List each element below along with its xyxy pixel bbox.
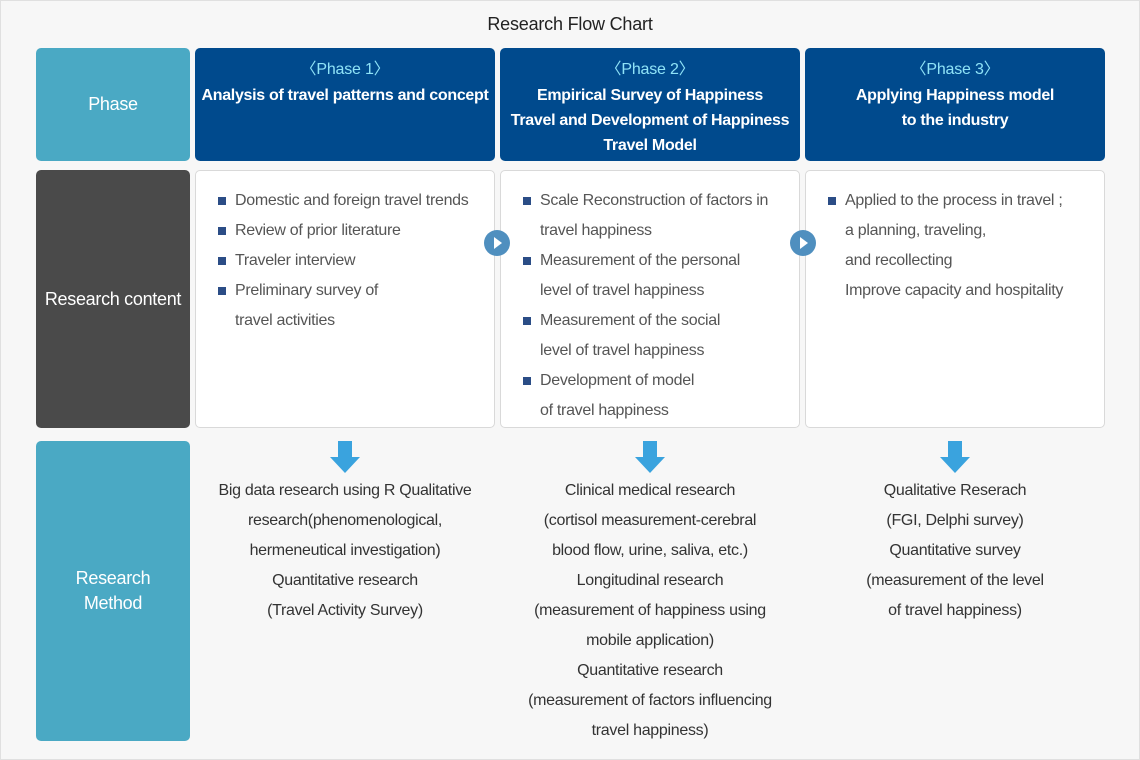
chevron-right-icon: 〉 [373, 61, 390, 78]
phase-3-header: 〈Phase 3〉 Applying Happiness model to th… [805, 48, 1105, 161]
play-circle-icon [790, 230, 816, 256]
chevron-left-icon: 〈 [910, 61, 927, 78]
phase-2-tag: 〈Phase 2〉 [500, 59, 800, 81]
content-item: Review of prior literature [218, 216, 484, 246]
method-item: Quantitative research (Travel Activity S… [267, 572, 423, 619]
method-item: Clinical medical research (cortisol meas… [543, 482, 757, 559]
chart-title: Research Flow Chart [487, 14, 653, 34]
chevron-left-icon: 〈 [300, 61, 317, 78]
square-bullet-icon [218, 227, 226, 235]
content-item: Traveler interview [218, 246, 484, 276]
content-item-text: Measurement of the personal level of tra… [540, 252, 741, 299]
content-item-text: Traveler interview [235, 252, 356, 269]
phase-1-title: Analysis of travel patterns and concept [201, 87, 489, 104]
square-bullet-icon [218, 197, 226, 205]
content-item-text: Scale Reconstruction of factors in trave… [540, 192, 769, 239]
play-circle-icon [484, 230, 510, 256]
content-item-text: Domestic and foreign travel trends [235, 192, 469, 209]
phase-2-content-box: Scale Reconstruction of factors in trave… [500, 170, 800, 428]
down-arrow-icon [940, 441, 970, 473]
content-item: Scale Reconstruction of factors in trave… [523, 186, 789, 246]
content-item-text: Review of prior literature [235, 222, 401, 239]
phase-1-content-box: Domestic and foreign travel trends Revie… [195, 170, 495, 428]
phase-3-tag: 〈Phase 3〉 [805, 59, 1105, 81]
content-item: Development of model of travel happiness [523, 366, 789, 426]
square-bullet-icon [523, 257, 531, 265]
chevron-right-icon: 〉 [983, 61, 1000, 78]
row-label-research-method: Research Method [36, 441, 190, 741]
square-bullet-icon [218, 257, 226, 265]
content-item: Measurement of the social level of trave… [523, 306, 789, 366]
phase-3-tag-label: Phase 3 [926, 61, 984, 78]
content-item-text: Improve capacity and hospitality [845, 282, 1064, 299]
phase-2-title: Empirical Survey of Happiness Travel and… [510, 87, 790, 154]
square-bullet-icon [828, 197, 836, 205]
phase-2-methods: Clinical medical research (cortisol meas… [500, 476, 800, 746]
phase-1-tag-label: Phase 1 [316, 61, 374, 78]
square-bullet-icon [218, 287, 226, 295]
phase-3-content-box: Applied to the process in travel ; a pla… [805, 170, 1105, 428]
square-bullet-icon [523, 377, 531, 385]
phase-2-tag-label: Phase 2 [621, 61, 679, 78]
content-item: Preliminary survey of travel activities [218, 276, 484, 336]
square-bullet-icon [523, 197, 531, 205]
phase-1-header: 〈Phase 1〉 Analysis of travel patterns an… [195, 48, 495, 161]
content-item-text: Preliminary survey of travel activities [235, 282, 379, 329]
content-item-text: Applied to the process in travel ; a pla… [845, 192, 1063, 269]
method-item: Quantitative research (measurement of fa… [528, 662, 772, 739]
square-bullet-icon [523, 317, 531, 325]
phase-2-header: 〈Phase 2〉 Empirical Survey of Happiness … [500, 48, 800, 161]
down-arrow-icon [635, 441, 665, 473]
row-label-phase: Phase [36, 48, 190, 161]
content-item: Applied to the process in travel ; a pla… [828, 186, 1094, 276]
content-item: Improve capacity and hospitality [828, 276, 1094, 306]
content-item-text: Development of model of travel happiness [540, 372, 695, 419]
method-item: Longitudinal research (measurement of ha… [534, 572, 766, 649]
chevron-left-icon: 〈 [605, 61, 622, 78]
content-item: Measurement of the personal level of tra… [523, 246, 789, 306]
content-item-text: Measurement of the social level of trave… [540, 312, 721, 359]
content-item: Domestic and foreign travel trends [218, 186, 484, 216]
method-item: Quantitative survey (measurement of the … [866, 542, 1044, 619]
down-arrow-icon [330, 441, 360, 473]
phase-1-methods: Big data research using R Qualitative re… [195, 476, 495, 626]
phase-1-tag: 〈Phase 1〉 [195, 59, 495, 81]
phase-3-methods: Qualitative Reserach (FGI, Delphi survey… [805, 476, 1105, 626]
chevron-right-icon: 〉 [678, 61, 695, 78]
method-item: Big data research using R Qualitative re… [218, 482, 472, 559]
row-label-research-content: Research content [36, 170, 190, 428]
phase-3-title: Applying Happiness model to the industry [855, 87, 1055, 129]
method-item: Qualitative Reserach (FGI, Delphi survey… [883, 482, 1027, 529]
